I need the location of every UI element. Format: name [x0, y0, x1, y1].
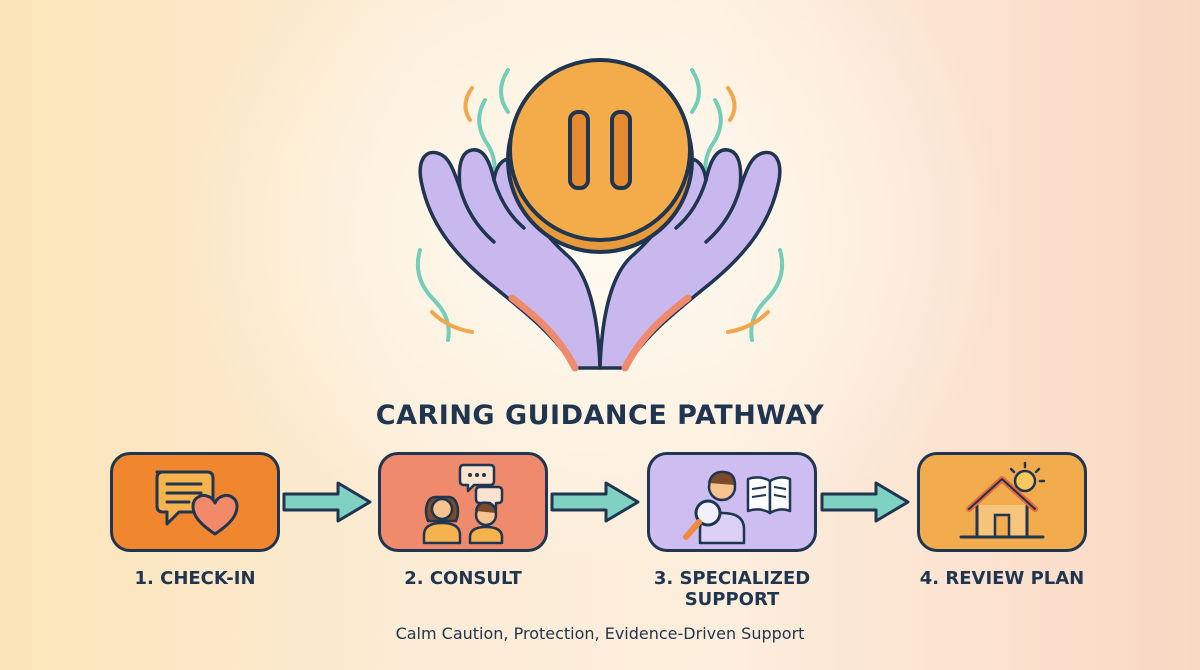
step-3-label: 3. SPECIALIZED SUPPORT: [617, 568, 847, 610]
step-1-label: 1. CHECK-IN: [134, 568, 256, 589]
step-2-box: [378, 452, 548, 552]
arrow-right-icon: [282, 481, 372, 523]
research-book-magnifier-icon: [683, 470, 792, 545]
consultation-people-icon: [422, 463, 504, 545]
tagline: Calm Caution, Protection, Evidence-Drive…: [395, 624, 805, 643]
step-3-box: [647, 452, 817, 552]
pause-coin-icon: [506, 58, 694, 254]
pause-coin-hands-illustration: [415, 58, 785, 372]
diagram-title: CARING GUIDANCE PATHWAY: [375, 400, 825, 431]
chat-heart-icon: [155, 470, 239, 536]
step-3-label-line-1: 3. SPECIALIZED: [653, 568, 811, 589]
step-1-box: [110, 452, 280, 552]
arrow-right-icon: [820, 481, 910, 523]
home-sun-icon: [959, 461, 1046, 539]
step-3-label-line-2: SUPPORT: [684, 589, 780, 610]
step-4-box: [917, 452, 1087, 552]
motion-lines-icon: [415, 68, 785, 342]
step-2-label: 2. CONSULT: [404, 568, 522, 589]
arrow-right-icon: [550, 481, 640, 523]
step-4-label: 4. REVIEW PLAN: [919, 568, 1085, 589]
